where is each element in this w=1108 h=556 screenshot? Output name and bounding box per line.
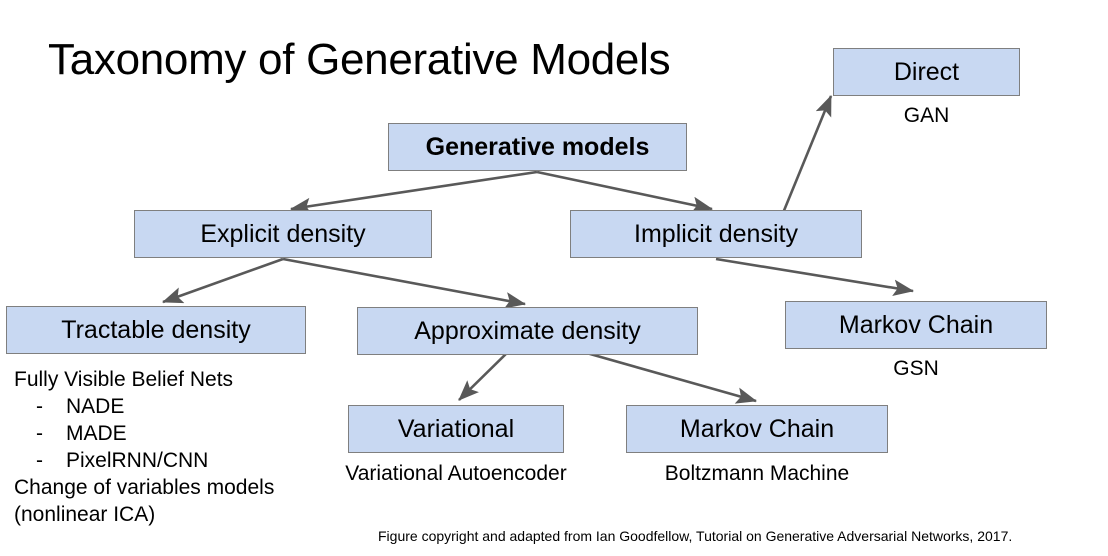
tractable-example-label: MADE (66, 422, 127, 445)
bullet-marker: - (36, 395, 43, 418)
node-generative-models[interactable]: Generative models (388, 123, 687, 171)
edge-explicit-to-tractable (162, 257, 284, 304)
edge-implicit-to-direct (781, 95, 833, 214)
tractable-examples-heading: Fully Visible Belief Nets (14, 368, 234, 391)
tractable-extra-line-2: (nonlinear ICA) (14, 503, 156, 526)
node-approximate-density[interactable]: Approximate density (357, 307, 698, 355)
figure-credit: Figure copyright and adapted from Ian Go… (378, 528, 1013, 544)
tractable-extra-line-1: Change of variables models (14, 476, 275, 499)
bullet-marker: - (36, 422, 43, 445)
edge-approximate-to-variational (458, 349, 511, 401)
node-tractable-density[interactable]: Tractable density (6, 306, 306, 354)
tractable-example-item-0: -NADE (14, 393, 274, 420)
edge-implicit-to-markov-implicit (715, 257, 915, 297)
bullet-marker: - (36, 449, 43, 472)
caption-markov-chain-implicit: GSN (893, 357, 939, 380)
caption-variational: Variational Autoencoder (345, 462, 567, 485)
caption-markov-chain-approx: Boltzmann Machine (664, 462, 850, 485)
edge-explicit-to-approximate (282, 257, 527, 309)
node-variational[interactable]: Variational (348, 405, 564, 453)
page-title: Taxonomy of Generative Models (48, 35, 671, 84)
tractable-example-item-2: -PixelRNN/CNN (14, 447, 274, 474)
node-markov-chain-approx[interactable]: Markov Chain (626, 405, 888, 453)
tractable-example-item-1: -MADE (14, 420, 274, 447)
tractable-example-label: PixelRNN/CNN (66, 449, 209, 472)
edge-approximate-to-markov-approx (575, 348, 758, 404)
node-markov-chain-implicit[interactable]: Markov Chain (785, 301, 1047, 349)
node-direct[interactable]: Direct (833, 48, 1020, 96)
node-implicit-density[interactable]: Implicit density (570, 210, 862, 258)
tractable-example-label: NADE (66, 395, 125, 418)
tractable-examples-list: Fully Visible Belief Nets -NADE -MADE -P… (14, 366, 274, 528)
edge-generative-to-implicit (536, 170, 714, 214)
caption-direct: GAN (903, 104, 950, 127)
node-explicit-density[interactable]: Explicit density (134, 210, 432, 258)
edge-generative-to-explicit (289, 170, 538, 215)
